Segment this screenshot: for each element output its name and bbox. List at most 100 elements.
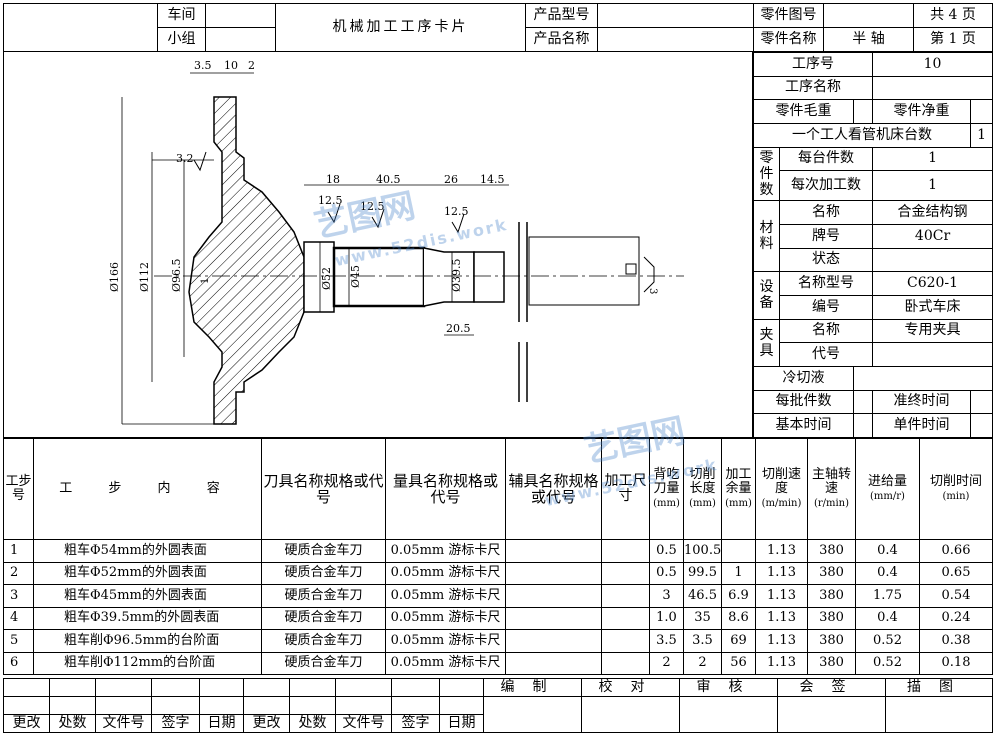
equipment-code-label: 编号 <box>778 294 874 320</box>
model-value: C620-1 <box>872 271 994 296</box>
fixture-label: 夹具 <box>753 318 780 367</box>
col-time-label: 切削时间 <box>929 473 982 489</box>
step-time: 0.18 <box>919 651 993 675</box>
step-len: 99.5 <box>683 561 722 585</box>
col-allowance: 加工余量(mm) <box>721 438 756 540</box>
place-label-2: 处数 <box>289 714 336 733</box>
step-size <box>601 561 650 585</box>
step-time: 0.24 <box>919 606 993 630</box>
dim-3-5: 3.5 <box>194 59 212 72</box>
foot-blank <box>199 696 244 715</box>
step-gauge: 0.05mm 游标卡尺 <box>385 561 506 585</box>
group-value <box>205 27 276 52</box>
step-len: 3.5 <box>683 629 722 653</box>
step-aux <box>505 561 602 585</box>
foot-blank <box>95 696 152 715</box>
step-allow: 8.6 <box>721 606 756 630</box>
step-tool: 硬质合金车刀 <box>261 539 386 563</box>
dim-40-5: 40.5 <box>376 173 401 186</box>
step-len: 46.5 <box>683 584 722 608</box>
change-label-2: 更改 <box>243 714 290 733</box>
material-name-label: 名称 <box>778 200 874 225</box>
step-speed: 1.13 <box>755 629 808 653</box>
step-feed: 0.4 <box>855 561 920 585</box>
foot-blank <box>199 678 244 697</box>
material-name-value: 合金结构钢 <box>872 200 994 225</box>
date-label-1: 日期 <box>199 714 244 733</box>
check-value <box>581 696 680 733</box>
step-time: 0.54 <box>919 584 993 608</box>
foot-blank <box>3 696 50 715</box>
foot-blank <box>335 678 392 697</box>
grade-value: 40Cr <box>872 223 994 249</box>
step-content: 粗车Φ45mm的外圆表面 <box>33 584 262 608</box>
step-content: 粗车Φ39.5mm的外圆表面 <box>33 606 262 630</box>
step-no: 5 <box>3 629 34 653</box>
step-feed: 0.4 <box>855 539 920 563</box>
shaft-drawing-svg: 3.5 10 2 3.2 18 40.5 26 14.5 12.5 12.5 1… <box>108 59 684 425</box>
step-tool: 硬质合金车刀 <box>261 651 386 675</box>
file-no-label-2: 文件号 <box>335 714 392 733</box>
sign-value <box>777 696 886 733</box>
step-size <box>601 584 650 608</box>
step-feed: 0.4 <box>855 606 920 630</box>
step-content: 粗车削Φ112mm的台阶面 <box>33 651 262 675</box>
shaft-taper <box>423 247 475 307</box>
step-time: 0.38 <box>919 629 993 653</box>
signature-footer: 编制 校对 审核 会签 描图 更改 处数 文件号 签字 日期 更改 处数 文件号… <box>3 678 993 733</box>
step-speed: 1.13 <box>755 539 808 563</box>
flange-section <box>188 96 305 425</box>
step-no: 4 <box>3 606 34 630</box>
roughness-3: 12.5 <box>444 205 469 218</box>
dim-dia-39-5: Ø39.5 <box>450 258 463 292</box>
page-number: 第 1 页 <box>913 27 993 52</box>
place-label-1: 处数 <box>49 714 96 733</box>
step-speed: 1.13 <box>755 606 808 630</box>
compile-value <box>483 696 582 733</box>
product-model-label: 产品型号 <box>525 3 598 28</box>
dim-dia-96-5: Ø96.5 <box>170 258 183 292</box>
step-size <box>601 629 650 653</box>
col-speed-unit: (m/min) <box>761 498 802 510</box>
col-time-unit: (min) <box>942 491 970 502</box>
step-tool: 硬质合金车刀 <box>261 629 386 653</box>
product-model-value <box>597 3 754 28</box>
shaft-step-395 <box>473 251 505 303</box>
change-label-1: 更改 <box>3 714 50 733</box>
equipment-label: 设备 <box>753 271 780 320</box>
step-allow: 56 <box>721 651 756 675</box>
steps-table: 工步号 工 步 内 容 刀具名称规格或代号 量具名称规格或代号 辅具名称规格或代… <box>3 438 993 675</box>
col-depth: 背吃刀量(mm) <box>649 438 684 540</box>
dim-dia-112: Ø112 <box>138 262 151 292</box>
machines-label: 一个工人看管机床台数 <box>752 123 972 148</box>
date-label-2: 日期 <box>439 714 484 733</box>
step-gauge: 0.05mm 游标卡尺 <box>385 539 506 563</box>
op-name-value <box>872 75 994 101</box>
state-label: 状态 <box>778 247 874 273</box>
step-no: 2 <box>3 561 34 585</box>
step-rpm: 380 <box>807 606 856 630</box>
basic-time-value <box>852 413 874 438</box>
side-info-table: 工序号 10 工序名称 零件毛重 零件净重 一个工人看管机床台数 1 零件数 每… <box>752 52 994 438</box>
col-content: 工 步 内 容 <box>33 438 262 540</box>
col-rpm: 主轴转速(r/min) <box>807 438 856 540</box>
col-cut-length-label: 切削长度 <box>689 466 716 496</box>
per-process-label: 每次加工数 <box>778 170 874 202</box>
step-feed: 0.52 <box>855 651 920 675</box>
file-no-label-1: 文件号 <box>95 714 152 733</box>
col-aux: 辅具名称规格或代号 <box>505 438 602 540</box>
foot-blank <box>49 696 96 715</box>
product-name-value <box>597 27 754 52</box>
col-allowance-label: 加工余量 <box>725 466 752 496</box>
col-gauge: 量具名称规格或代号 <box>385 438 506 540</box>
step-aux <box>505 584 602 608</box>
step-tool: 硬质合金车刀 <box>261 606 386 630</box>
step-content: 粗车Φ52mm的外圆表面 <box>33 561 262 585</box>
workshop-label: 车间 <box>157 3 206 28</box>
foot-blank <box>335 696 392 715</box>
dim-18: 18 <box>326 173 340 186</box>
batch-value <box>852 389 874 415</box>
col-cut-length: 切削长度(mm) <box>683 438 722 540</box>
step-depth: 3.5 <box>649 629 684 653</box>
